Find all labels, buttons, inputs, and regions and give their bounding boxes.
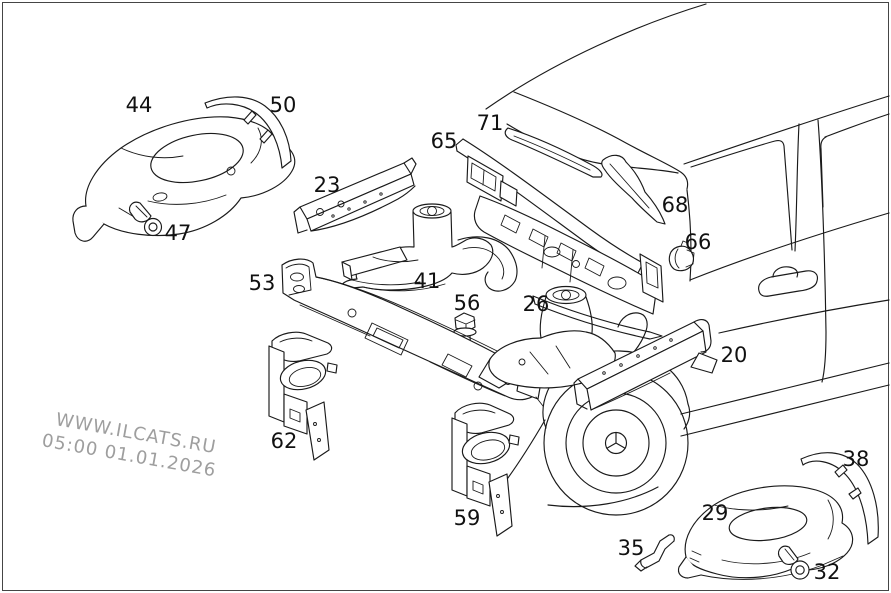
part-label-50: 50 (270, 93, 297, 117)
part-23-side-rail (293, 157, 417, 234)
part-71-cowl-strip (504, 127, 603, 178)
part-20-right-side-rail (573, 319, 718, 411)
part-41-left-wheelhouse (341, 203, 518, 292)
part-label-71: 71 (477, 111, 504, 135)
part-label-44: 44 (126, 93, 153, 117)
part-label-56: 56 (454, 291, 481, 315)
part-label-53: 53 (249, 271, 276, 295)
part-label-59: 59 (454, 506, 481, 530)
part-label-47: 47 (165, 221, 192, 245)
part-label-26: 26 (523, 292, 550, 316)
part-label-38: 38 (843, 447, 870, 471)
watermark: WWW.ILCATS.RU 05:00 01.01.2026 (40, 409, 218, 481)
part-label-66: 66 (685, 230, 712, 254)
part-59-right-headlamp-bracket (451, 402, 520, 537)
part-47-fastener (128, 201, 163, 237)
part-label-29: 29 (702, 501, 729, 525)
part-label-23: 23 (314, 173, 341, 197)
part-32-fastener (777, 545, 810, 580)
part-50-fender-liner-strip (204, 96, 292, 169)
part-labels-layer: 44 50 47 23 65 71 68 66 53 41 56 26 20 62 59 35 29 38 32 (126, 93, 870, 584)
mercedes-star-icon (604, 431, 628, 455)
door-handle (758, 266, 819, 297)
part-label-20: 20 (721, 343, 748, 367)
part-62-left-headlamp-bracket (268, 331, 338, 461)
part-35-z-bracket (634, 534, 675, 572)
part-label-41: 41 (414, 269, 441, 293)
part-label-68: 68 (662, 193, 689, 217)
part-38-fender-liner-strip (800, 452, 879, 545)
part-label-32: 32 (814, 560, 841, 584)
part-26-right-wheelhouse (478, 285, 648, 389)
part-66-bracket (668, 240, 695, 272)
part-label-35: 35 (618, 536, 645, 560)
part-label-65: 65 (431, 129, 458, 153)
part-68-insulation-pad (601, 154, 666, 225)
part-label-62: 62 (271, 429, 298, 453)
part-29-inner-fender-liner (677, 485, 854, 580)
part-65-cowl-crossmember-assembly (455, 138, 664, 340)
